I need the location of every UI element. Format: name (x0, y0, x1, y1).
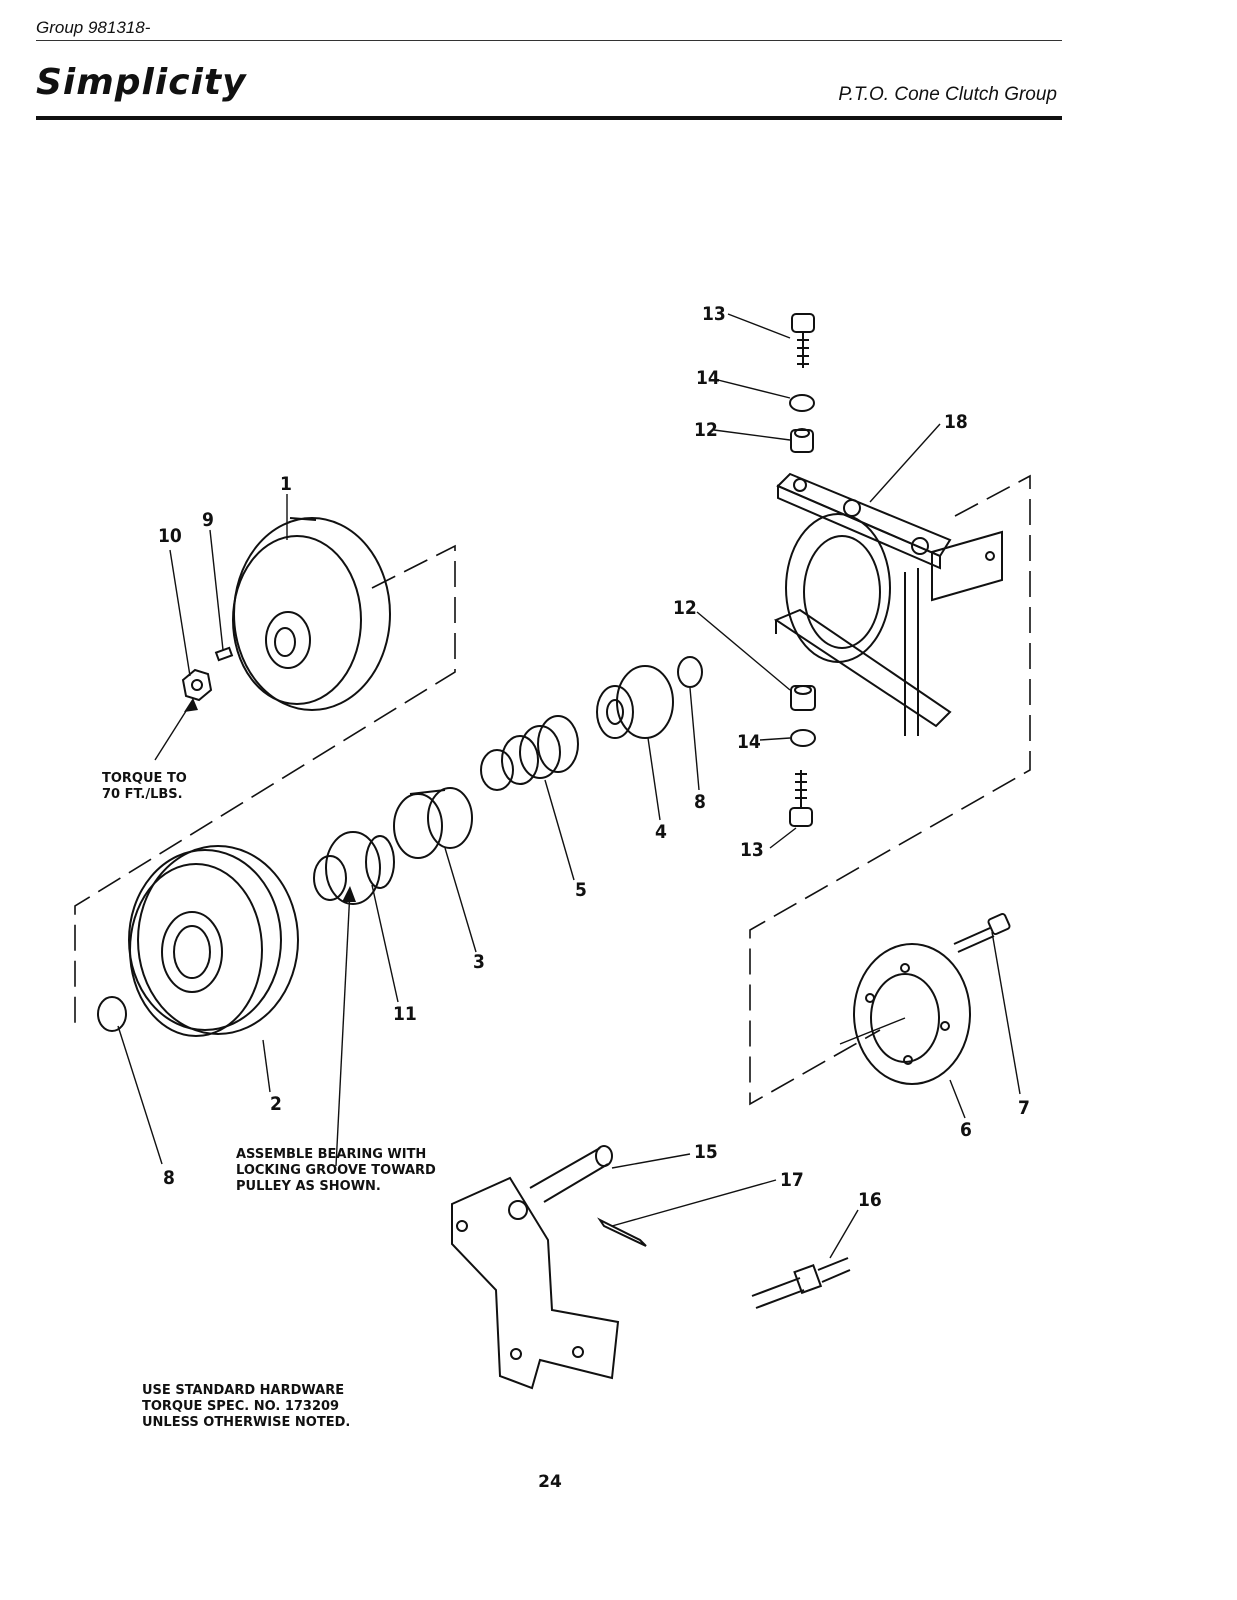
torque-note: TORQUE TO (102, 771, 187, 786)
part-label: 13 (702, 303, 726, 325)
nut-part-10 (181, 668, 213, 702)
part-label: 3 (473, 951, 485, 973)
part-label: 10 (158, 525, 182, 547)
bolt-part-13-bottom (789, 770, 813, 827)
stud-part-16 (751, 1257, 851, 1309)
part-label: 7 (1018, 1097, 1030, 1119)
torque-note: 70 FT./LBS. (102, 787, 183, 802)
hub-part-4 (596, 665, 674, 739)
torque-arrow-icon (184, 698, 198, 712)
bearing-note: LOCKING GROOVE TOWARD (236, 1163, 436, 1178)
part-label: 4 (655, 821, 667, 843)
lock-washer-part-8-right (677, 656, 703, 688)
mounting-plate-part-15 (451, 1145, 620, 1390)
part-label: 14 (737, 731, 761, 753)
cone-part-3 (393, 787, 473, 859)
bearing-arrow-icon (342, 886, 356, 902)
alignment-lines-right (749, 474, 1031, 1106)
part-label: 6 (960, 1119, 972, 1141)
part-label: 1 (280, 473, 292, 495)
header-divider (36, 116, 1062, 120)
bearing-note: PULLEY AS SHOWN. (236, 1179, 381, 1194)
hardware-note: TORQUE SPEC. NO. 173209 (142, 1399, 339, 1414)
part-label: 18 (944, 411, 968, 433)
part-label: 2 (270, 1093, 282, 1115)
header-rule (36, 40, 1062, 41)
part-label: 9 (202, 509, 214, 531)
part-label: 13 (740, 839, 764, 861)
part-label: 11 (393, 1003, 417, 1025)
bolt-part-7 (953, 912, 1011, 953)
spacer-part-12-top (790, 428, 814, 453)
spacer-part-12-bottom (790, 685, 816, 711)
group-number: Group 981318- (36, 18, 151, 37)
bearing-part-11 (313, 831, 395, 905)
page-number: 24 (538, 1472, 562, 1492)
flange-part-6 (853, 943, 971, 1085)
pulley-part-1 (232, 517, 391, 711)
hardware-note: UNLESS OTHERWISE NOTED. (142, 1415, 350, 1430)
part-label: 17 (780, 1169, 804, 1191)
lock-washer-part-14-bottom (790, 729, 816, 747)
alignment-lines-left (74, 544, 456, 1030)
part-label: 15 (694, 1141, 718, 1163)
part-label: 5 (575, 879, 587, 901)
part-label: 12 (694, 419, 718, 441)
part-label: 8 (694, 791, 706, 813)
callout-notes: TORQUE TO 70 FT./LBS. ASSEMBLE BEARING W… (102, 771, 436, 1430)
part-number-labels: 1 2 3 4 5 6 7 8 8 9 10 11 12 12 13 13 14… (158, 303, 1030, 1211)
part-label: 16 (858, 1189, 882, 1211)
leader-lines (117, 313, 1021, 1259)
part-label: 8 (163, 1167, 175, 1189)
clutch-drum-part-2 (128, 845, 299, 1037)
bolt-part-13-top (791, 313, 815, 368)
bearing-bracket-part-18 (773, 472, 1003, 736)
spring-part-5 (480, 715, 579, 791)
lock-washer-part-14-top (789, 394, 815, 412)
lock-washer-part-8-left (97, 996, 127, 1032)
hardware-note: USE STANDARD HARDWARE (142, 1383, 344, 1398)
part-label: 12 (673, 597, 697, 619)
page-title: P.T.O. Cone Clutch Group (838, 84, 1057, 105)
key-part-9 (214, 646, 234, 662)
part-label: 14 (696, 367, 720, 389)
brand-logo: Simplicity (36, 62, 247, 103)
bearing-note: ASSEMBLE BEARING WITH (236, 1147, 426, 1162)
cotter-pin-part-17 (597, 1217, 647, 1247)
